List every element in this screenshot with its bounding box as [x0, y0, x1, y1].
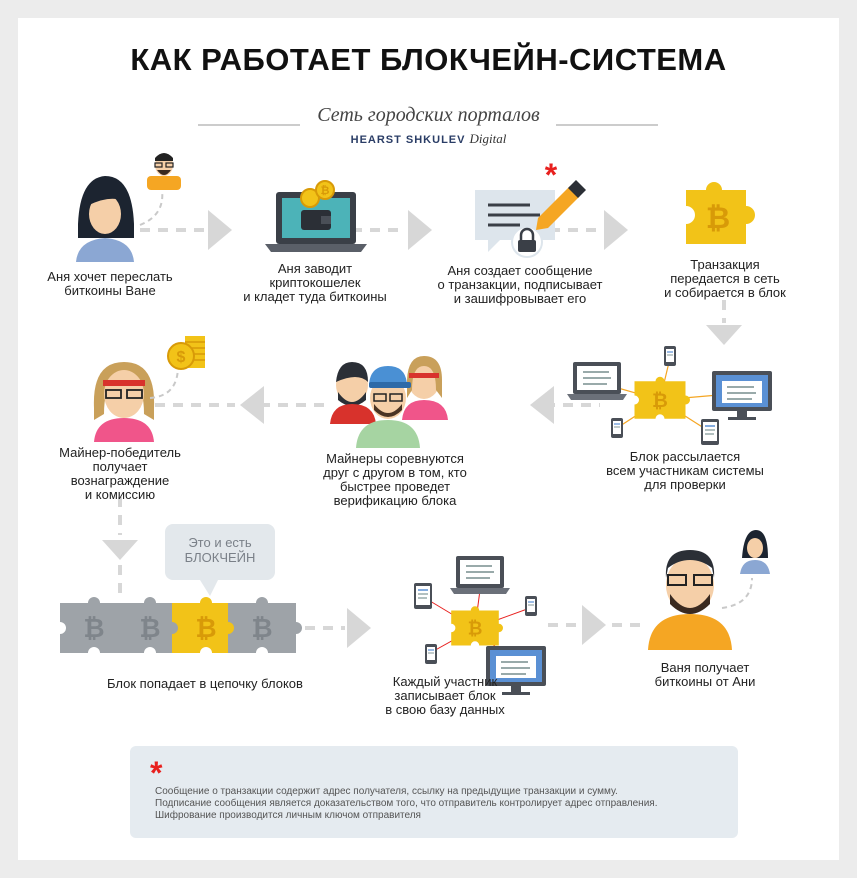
lock-icon	[511, 226, 543, 258]
step4-line: Транзакция	[690, 257, 760, 272]
blockchain-chain	[60, 597, 302, 653]
footnote-line: Сообщение о транзакции содержит адрес по…	[155, 786, 618, 797]
vanya-small-avatar	[147, 153, 181, 190]
anya-avatar	[76, 176, 134, 262]
step2-line: криптокошелек	[269, 275, 361, 290]
step3-line: и зашифровывает его	[453, 291, 587, 306]
step5-label: Блок рассылается всем участникам системы…	[585, 450, 785, 492]
anya-small-avatar	[740, 530, 770, 574]
step8-line: Блок попадает в цепочку блоков	[107, 676, 303, 691]
puzzle-block-icon: ₿	[686, 182, 755, 244]
step4-line: и собирается в блок	[664, 285, 786, 300]
bubble-text: Это и есть БЛОКЧЕЙН	[165, 535, 275, 565]
step10-label: Ваня получает биткоины от Ани	[625, 661, 785, 689]
bubble-line: БЛОКЧЕЙН	[184, 550, 256, 565]
step7-line: вознаграждение	[70, 473, 170, 488]
step1-label: Аня хочет переслать биткоины Ване	[40, 270, 180, 298]
step5-line: всем участникам системы	[606, 463, 764, 478]
step10-line: биткоины от Ани	[654, 674, 756, 689]
miners-avatars	[330, 356, 448, 448]
step9-label: Каждый участник записывает блок в свою б…	[355, 675, 535, 717]
miner-winner-avatar	[93, 362, 155, 442]
step7-line: и комиссию	[84, 487, 156, 502]
step9-line: Каждый участник	[392, 674, 498, 689]
step6-label: Майнеры соревнуются друг с другом в том,…	[300, 452, 490, 508]
svg-text:$: $	[177, 349, 186, 366]
step4-line: передается в сеть	[670, 271, 780, 286]
row3-connectors	[305, 605, 640, 648]
step3-label: Аня создает сообщение о транзакции, подп…	[425, 264, 615, 306]
pen-icon	[536, 180, 586, 230]
step10-line: Ваня получает	[660, 660, 750, 675]
step1-line: Аня хочет переслать	[47, 269, 173, 284]
coin-stack-icon: $	[167, 336, 205, 370]
footnote-text: Сообщение о транзакции содержит адрес по…	[155, 786, 725, 822]
step9-line: записывает блок	[394, 688, 496, 703]
svg-text:₿: ₿	[706, 202, 730, 235]
vanya-avatar	[648, 550, 732, 650]
footnote-asterisk: *	[150, 755, 163, 791]
step7-label: Майнер-победитель получает вознаграждени…	[45, 446, 195, 502]
step2-label: Аня заводит криптокошелек и кладет туда …	[225, 262, 405, 304]
brand-sub: HEARST SHKULEV Digital	[0, 131, 857, 147]
footnote-line: Подписание сообщения является доказатель…	[155, 798, 658, 809]
step2-line: Аня заводит	[277, 261, 353, 276]
step6-line: верификацию блока	[333, 493, 457, 508]
step2-line: и кладет туда биткоины	[243, 289, 387, 304]
brand-bold: HEARST SHKULEV	[350, 134, 466, 146]
row2-connectors	[102, 386, 600, 598]
step6-line: быстрее проведет	[339, 479, 451, 494]
step3-line: Аня создает сообщение	[447, 263, 593, 278]
page-title: КАК РАБОТАЕТ БЛОКЧЕЙН-СИСТЕМА	[130, 42, 727, 77]
step8-label: Блок попадает в цепочку блоков	[60, 677, 350, 691]
brand-line: Сеть городских порталов	[317, 104, 540, 126]
footnote-line: Шифрование производится личным ключом от…	[155, 810, 421, 821]
step1-line: биткоины Ване	[64, 283, 156, 298]
step6-line: Майнеры соревнуются	[326, 451, 464, 466]
bubble-line: Это и есть	[188, 535, 252, 550]
step3-line: о транзакции, подписывает	[437, 277, 603, 292]
asterisk-mark: *	[545, 157, 558, 193]
step6-line: друг с другом в том, кто	[323, 465, 467, 480]
step5-line: для проверки	[644, 477, 726, 492]
step7-line: получает	[92, 459, 148, 474]
step7-line: Майнер-победитель	[59, 445, 181, 460]
step9-line: в свою базу данных	[385, 702, 505, 717]
svg-text:₿: ₿	[321, 185, 330, 197]
step4-label: Транзакция передается в сеть и собираетс…	[640, 258, 810, 300]
brand-italic: Digital	[469, 131, 507, 146]
row1-connectors	[140, 210, 742, 345]
footnote-box	[130, 746, 738, 838]
coin-icon: ₿	[300, 180, 335, 208]
speech-bubble	[165, 524, 275, 596]
step5-line: Блок рассылается	[629, 449, 741, 464]
